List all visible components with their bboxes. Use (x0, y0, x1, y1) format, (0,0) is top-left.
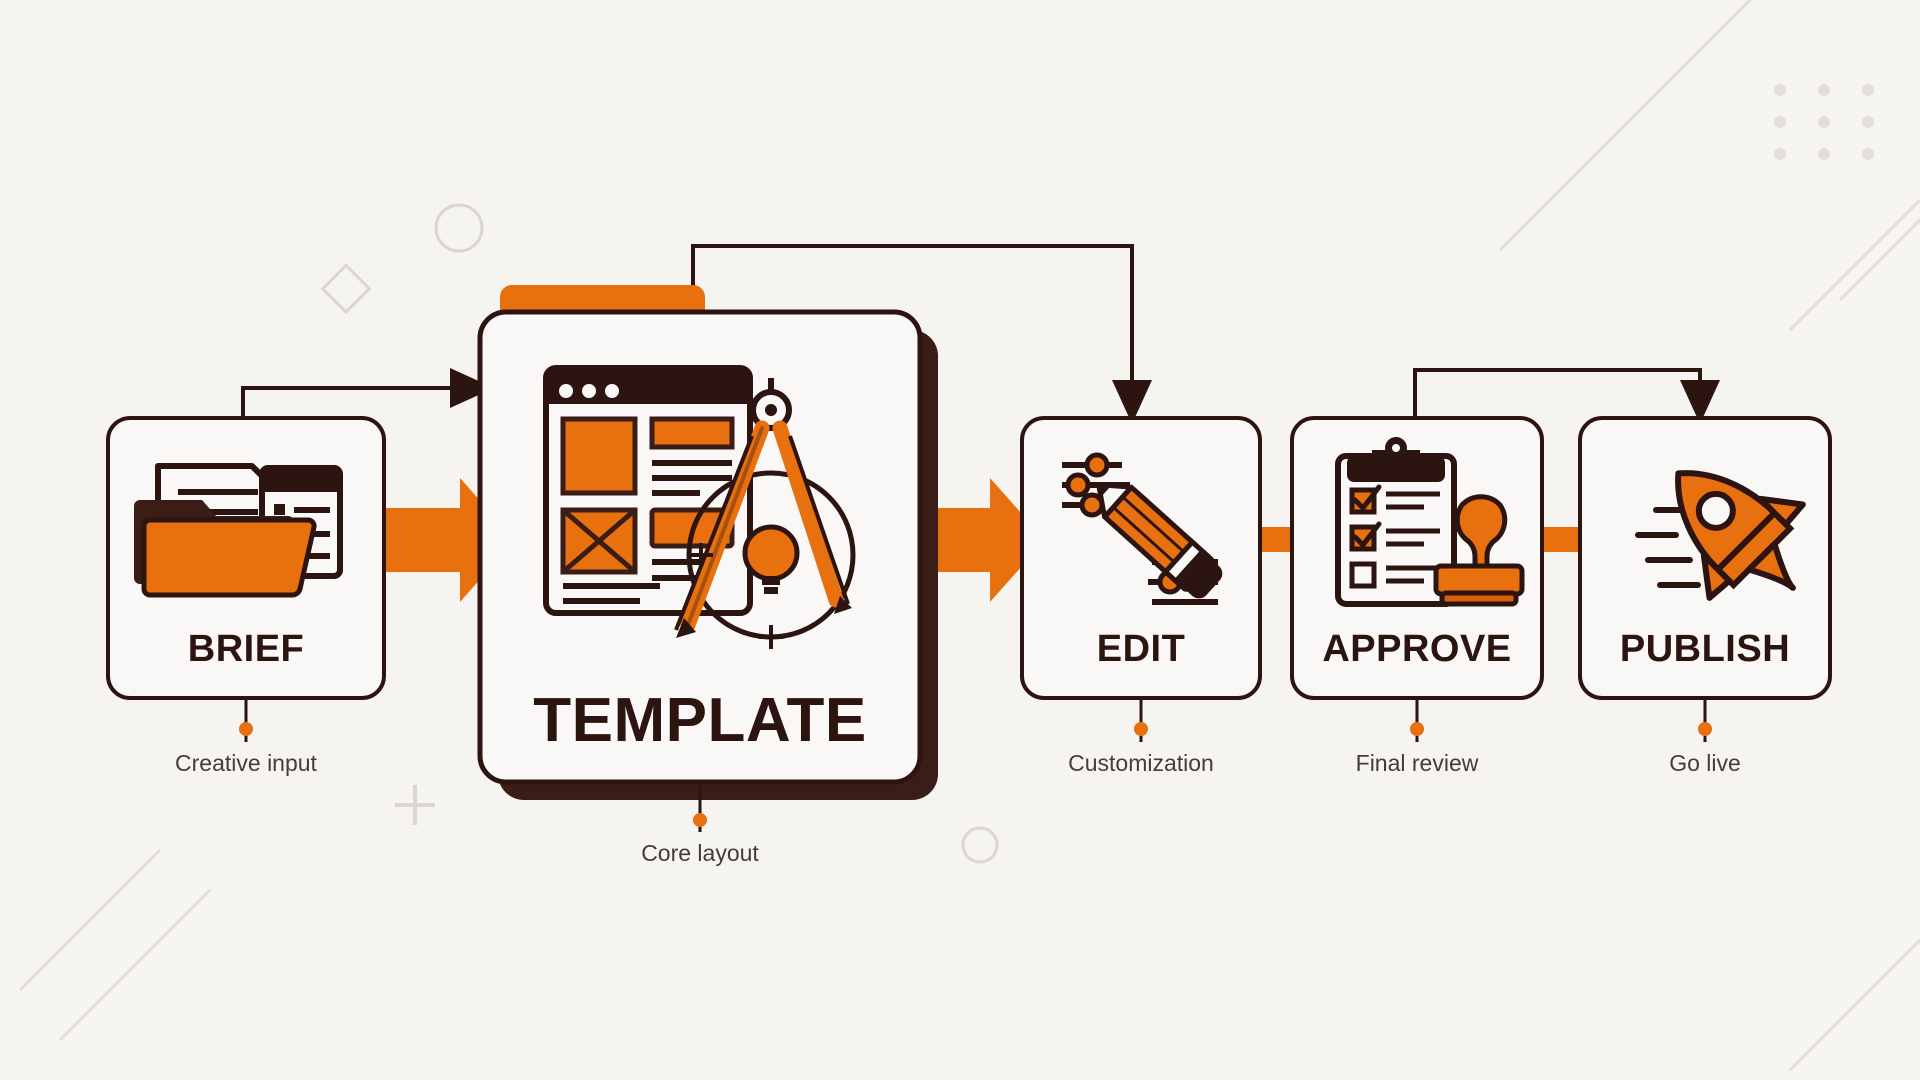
card-title-template: TEMPLATE (533, 686, 867, 755)
dot-grid-top-right (1774, 84, 1874, 160)
sub-label-approve: Final review (1355, 750, 1479, 776)
card-title-publish: PUBLISH (1619, 628, 1791, 670)
connector-template-to-edit (691, 244, 1152, 424)
card-title-edit: EDIT (1096, 628, 1186, 670)
arrow-template-edit (915, 478, 1045, 602)
rocket-icon (1635, 470, 1806, 601)
diagonal-line-top-right (1498, 0, 1753, 252)
sub-label-edit: Customization (1068, 750, 1214, 776)
sub-label-publish: Go live (1669, 750, 1741, 776)
sub-label-brief: Creative input (175, 750, 317, 776)
circle-outline-top-left (434, 203, 484, 253)
pencil-sliders-icon (1062, 452, 1223, 605)
diagonal-line-bottom-left (18, 848, 162, 992)
dot-template (693, 813, 707, 827)
dot-edit (1134, 722, 1148, 736)
diagonal-line-top-right-2 (1838, 217, 1920, 302)
card-title-brief: BRIEF (187, 628, 305, 670)
diagonal-line-top-right-3 (1788, 198, 1920, 332)
circle-outline-bottom (961, 826, 999, 864)
dot-publish (1698, 722, 1712, 736)
diagonal-line-bottom-left-2 (58, 888, 212, 1042)
dot-approve (1410, 722, 1424, 736)
clipboard-stamp-icon (1335, 437, 1525, 607)
wireframe-compass-icon (543, 365, 856, 649)
dot-brief (239, 722, 253, 736)
folder-documents-icon (134, 463, 343, 598)
plus-mark-bottom-left (395, 785, 435, 825)
corner-notch-bottom-right (1788, 938, 1920, 1072)
card-title-approve: APPROVE (1322, 628, 1512, 670)
connector-brief-to-template (241, 368, 494, 418)
diamond-outline-left (320, 263, 372, 315)
sub-label-template: Core layout (641, 840, 759, 866)
connector-approve-to-publish (1413, 368, 1720, 424)
